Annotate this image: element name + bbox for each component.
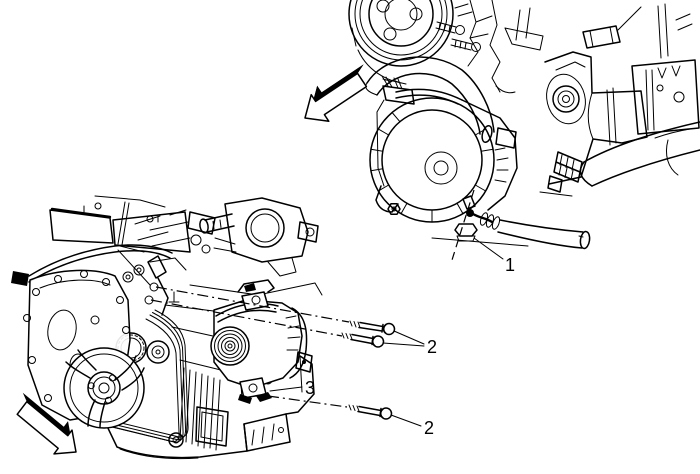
upper-view: 1 bbox=[304, 0, 700, 275]
direction-arrow-icon bbox=[304, 64, 368, 123]
upper-radiator-hose bbox=[547, 121, 700, 193]
body-structure bbox=[431, 3, 700, 247]
mount-bolt-upper-1 bbox=[349, 320, 396, 336]
hose-clamp bbox=[547, 151, 583, 193]
callout-2-upper-label: 2 bbox=[427, 337, 437, 357]
callout-1: 1 bbox=[473, 237, 515, 275]
bolt-centerline-upper-1 bbox=[155, 286, 350, 323]
callout-2-upper: 2 bbox=[382, 330, 437, 357]
throttle-body bbox=[199, 197, 319, 277]
bolt-centerline-lower bbox=[267, 395, 348, 408]
callout-1-label: 1 bbox=[505, 255, 515, 275]
callout-2-lower-label: 2 bbox=[424, 418, 434, 438]
engine-bracket-lines bbox=[454, 0, 544, 94]
callout-3-label: 3 bbox=[305, 378, 315, 398]
callout-2-lower: 2 bbox=[390, 414, 434, 438]
pulley-bolt bbox=[435, 21, 481, 52]
valve-cover bbox=[49, 195, 191, 253]
callout-3: 3 bbox=[269, 378, 315, 398]
ps-pump-pulley bbox=[348, 0, 481, 85]
sensor-connector bbox=[582, 6, 642, 49]
water-pump-pulley bbox=[63, 347, 145, 429]
mount-bolt-lower bbox=[348, 404, 393, 420]
heater-hose bbox=[479, 212, 591, 250]
lower-view: 2 3 2 bbox=[11, 195, 437, 460]
direction-arrow-icon bbox=[16, 392, 77, 455]
oil-pan bbox=[105, 423, 248, 459]
heater-pipe bbox=[11, 201, 173, 286]
generator-installed bbox=[365, 56, 518, 261]
battery-terminal-stud bbox=[462, 195, 494, 224]
generator-harness-hose bbox=[365, 56, 495, 144]
mount-bolt-upper-2 bbox=[341, 332, 385, 348]
terminal-nut bbox=[454, 223, 478, 242]
generator-removed bbox=[210, 279, 313, 404]
